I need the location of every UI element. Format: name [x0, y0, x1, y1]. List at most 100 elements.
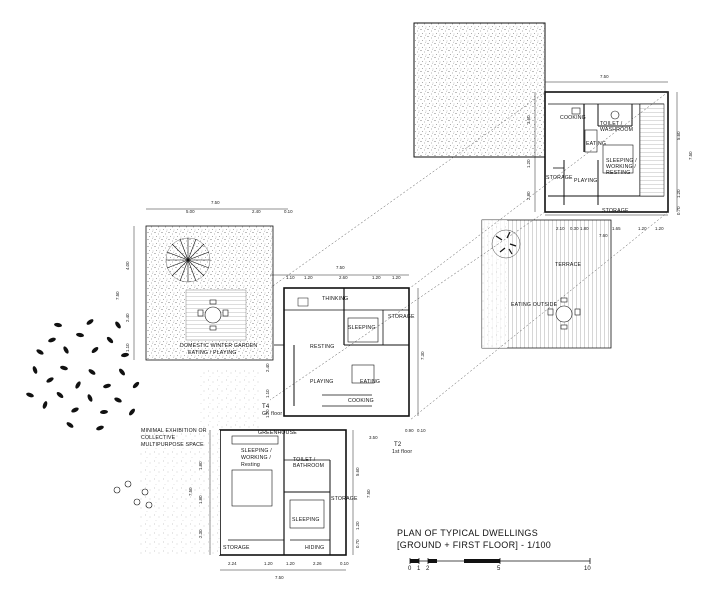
dim-garden-left-1: 4.00 — [125, 261, 130, 270]
dim-upper-right-3: 0.70 — [676, 206, 681, 215]
dim-upper-right-total: 7.50 — [688, 151, 693, 160]
dim-lower-left-3: 2.30 — [198, 529, 203, 538]
room-cooking-upper: COOKING — [560, 115, 586, 121]
dim-ground-top-5: 1.20 — [392, 275, 401, 280]
room-playing-ground: PLAYING — [310, 379, 334, 385]
room-greenhouse: GREENHOUSE — [258, 430, 297, 436]
room-thinking: THINKING — [322, 296, 349, 302]
ground-floor-plan — [274, 287, 410, 417]
room-terrace: TERRACE — [555, 262, 582, 268]
dim-ground-top-4: 1.20 — [372, 275, 381, 280]
table-chairs-icon — [197, 299, 229, 331]
tree-icon — [165, 237, 211, 283]
room-sleeping-working-resting-upper: SLEEPING / WORKING / RESTING — [606, 158, 637, 177]
plan-title: PLAN OF TYPICAL DWELLINGS [GROUND + FIRS… — [397, 527, 551, 551]
plan-title-line-1: PLAN OF TYPICAL DWELLINGS — [397, 528, 539, 538]
room-hiding: HIDING — [305, 545, 325, 551]
dim-garden-left-2: 2.40 — [125, 313, 130, 322]
room-collective: COLLECTIVE — [141, 435, 176, 441]
people-icon — [113, 480, 153, 509]
terrace-table-icon — [547, 297, 581, 330]
scale-tick-5: 5 — [497, 566, 501, 572]
dim-ground-t2-2: 0.90 — [405, 428, 414, 433]
dim-lower-bottom-1: 2.24 — [228, 561, 237, 566]
room-eating-playing: EATING / PLAYING — [188, 350, 237, 356]
dim-upper-bottom-1: 2.10 — [556, 226, 565, 231]
room-storage-ground-bottom: STORAGE — [223, 545, 250, 551]
scale-tick-10: 10 — [584, 566, 591, 572]
upper-floor-plan — [544, 91, 669, 213]
scale-tick-1: 1 — [417, 566, 421, 572]
dim-garden-top: 7.50 — [211, 200, 220, 205]
room-sleeping-ground-top: SLEEPING — [348, 325, 376, 331]
dim-lower-left-1: 1.80 — [198, 461, 203, 470]
room-domestic-winter-garden: DOMESTIC WINTER GARDEN — [180, 343, 258, 349]
room-multipurpose-space: MULTIPURPOSE SPACE — [141, 442, 204, 448]
room-storage-ground-right: STORAGE — [388, 314, 415, 320]
room-sleeping-working-resting-ground-3: Resting — [241, 462, 260, 468]
dim-upper-bottom-total: 7.60 — [599, 233, 608, 238]
dim-lower-left-2: 1.80 — [198, 495, 203, 504]
dim-lower-bottom-2: 1.20 — [264, 561, 273, 566]
scale-bar: 0 1 2 5 10 — [408, 556, 608, 580]
dim-upper-bottom-6: 1.20 — [655, 226, 664, 231]
dim-ground-top-1: 1.10 — [286, 275, 295, 280]
dim-lower-right-2: 7.50 — [366, 489, 371, 498]
room-storage-ground-mid: STORAGE — [331, 496, 358, 502]
room-playing-upper: PLAYING — [574, 178, 598, 184]
room-resting: RESTING — [310, 344, 335, 350]
dim-upper-left-3: 2.80 — [526, 191, 531, 200]
dim-ground-left-1: 2.40 — [265, 363, 270, 372]
dim-lower-right-1: 5.60 — [355, 467, 360, 476]
type-tag-t4: T4 — [262, 404, 270, 410]
dim-ground-t2-3: 0.10 — [417, 428, 426, 433]
dim-upper-left-1: 3.60 — [526, 115, 531, 124]
dim-lower-right-4: 0.70 — [355, 539, 360, 548]
room-eating-ground: EATING — [360, 379, 381, 385]
dim-ground-top-3: 2.60 — [339, 275, 348, 280]
room-eating-outside: EATING OUTSIDE — [511, 302, 558, 308]
dim-ground-top-total: 7.50 — [336, 265, 345, 270]
type-tag-t4-floor: Gr. floor — [262, 411, 283, 417]
plan-title-line-2: [GROUND + FIRST FLOOR] - 1/100 — [397, 540, 552, 551]
dim-upper-right-2: 1.20 — [676, 189, 681, 198]
dim-garden-left-total: 7.50 — [115, 291, 120, 300]
room-sleeping-working-resting-ground-2: WORKING / — [241, 455, 272, 461]
room-sleeping-working-resting-ground-1: SLEEPING / — [241, 448, 272, 454]
dim-garden-top-3: 0.10 — [284, 209, 293, 214]
dim-ground-right-total: 7.30 — [420, 351, 425, 360]
scale-bar-graphic — [409, 558, 591, 564]
dim-upper-bottom-3: 1.80 — [580, 226, 589, 231]
dim-lower-bottom-5: 0.10 — [340, 561, 349, 566]
dim-upper-bottom-5: 1.20 — [638, 226, 647, 231]
dim-upper-right-1: 5.60 — [676, 131, 681, 140]
type-tag-t2: T2 — [394, 442, 402, 448]
dim-lower-bottom-3: 1.20 — [286, 561, 295, 566]
room-storage-upper-left: STORAGE — [546, 175, 573, 181]
dim-upper-left-2: 1.20 — [526, 159, 531, 168]
lower-floor-plan — [219, 429, 347, 556]
dim-lower-bottom-total: 7.50 — [275, 575, 284, 580]
scale-tick-2: 2 — [426, 566, 430, 572]
foliage-icon — [26, 319, 140, 431]
scale-tick-0: 0 — [408, 566, 412, 572]
dim-lower-bottom-4: 2.26 — [313, 561, 322, 566]
dim-ground-t2-1: 3.50 — [369, 435, 378, 440]
dim-lower-left-total: 7.50 — [188, 487, 193, 496]
room-minimal-exhibition: MINIMAL EXHIBITION OR — [141, 428, 207, 434]
dim-upper-bottom-4: 1.65 — [612, 226, 621, 231]
room-sleeping-ground-bottom: SLEEPING — [292, 517, 320, 523]
dim-ground-top-2: 1.20 — [304, 275, 313, 280]
dim-upper-bottom-2: 0.30 — [570, 226, 579, 231]
dim-garden-top-1: 5.00 — [186, 209, 195, 214]
terrace-plant-icon — [491, 229, 521, 259]
room-eating-upper: EATING — [586, 141, 607, 147]
room-storage-upper-bottom: STORAGE — [602, 208, 629, 214]
room-toilet-bathroom: TOILET / BATHROOM — [293, 457, 325, 470]
room-cooking-ground: COOKING — [348, 398, 374, 404]
dim-ground-left-3: 1.20 — [265, 409, 270, 418]
dim-upper-top: 7.50 — [600, 74, 609, 79]
dim-ground-left-2: 1.10 — [265, 389, 270, 398]
type-tag-t2-floor: 1st floor — [392, 449, 413, 455]
